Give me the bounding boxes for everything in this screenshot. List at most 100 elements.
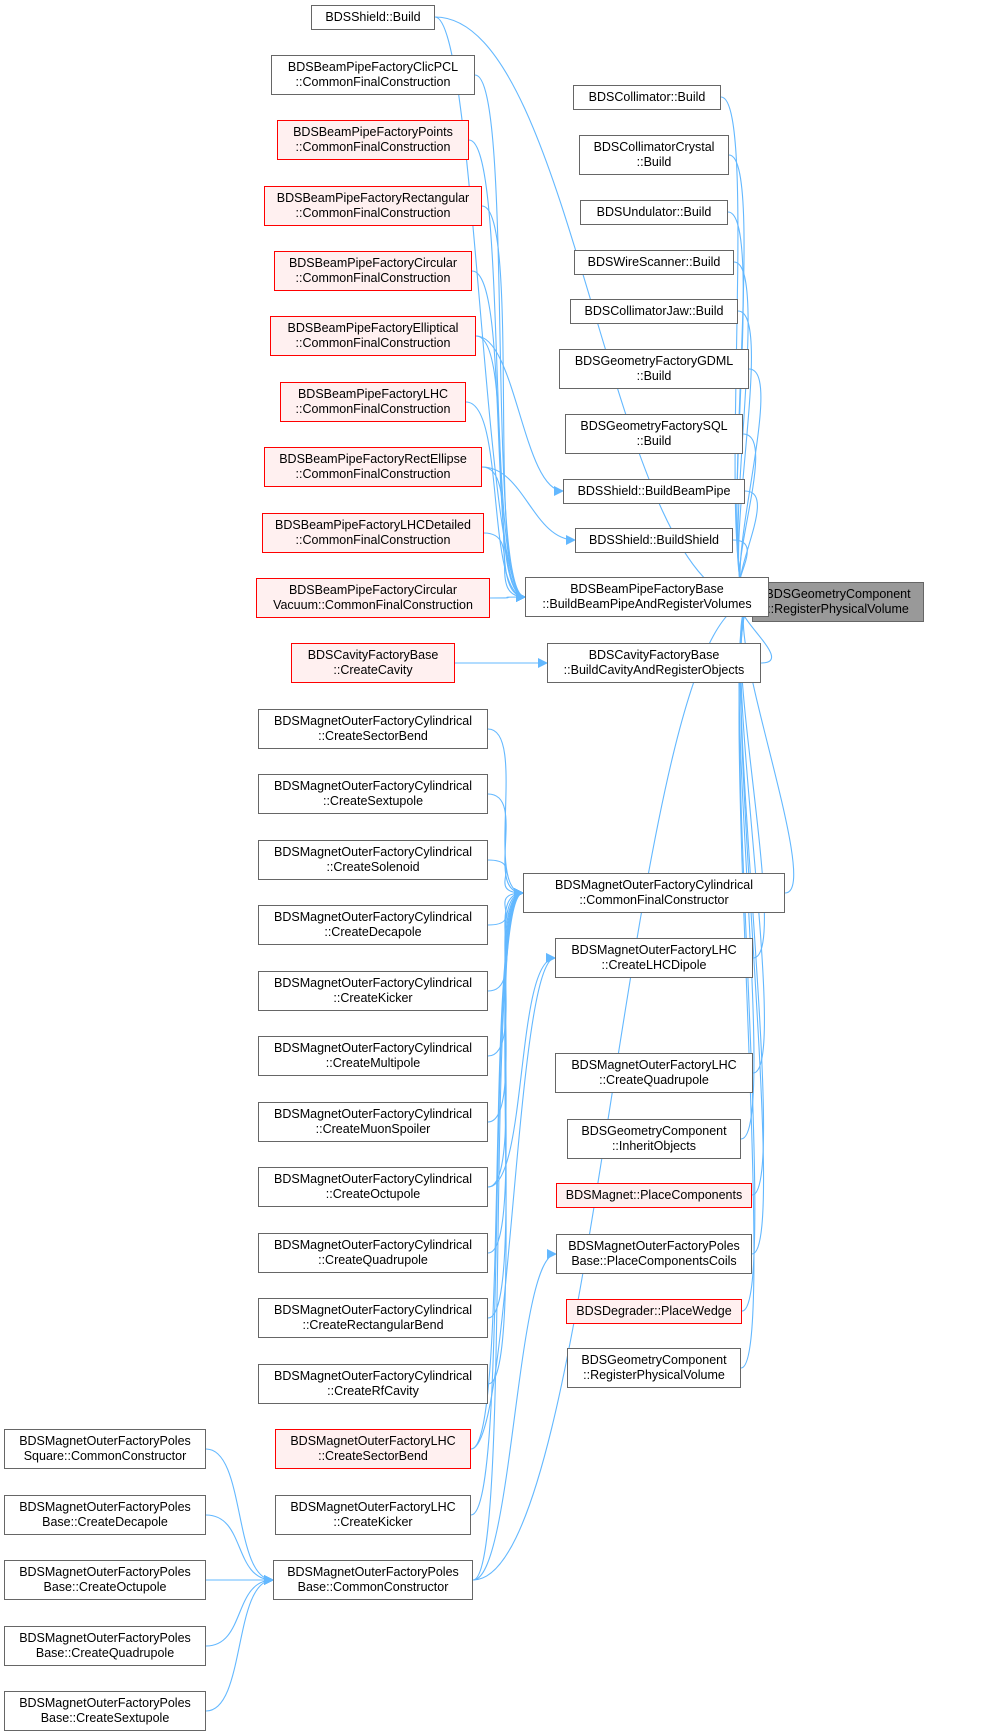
graph-edge-bpf-clicpcl-to-bpf-base-build (474, 74, 526, 602)
graph-node-wirescanner-build[interactable]: BDSWireScanner::Build (574, 249, 734, 275)
graph-node-cyl-solenoid[interactable]: BDSMagnetOuterFactoryCylindrical::Create… (258, 840, 488, 880)
graph-node-label: BDSGeometryComponent (581, 1124, 727, 1138)
graph-node-cyl-quadrupole[interactable]: BDSMagnetOuterFactoryCylindrical::Create… (258, 1233, 488, 1273)
graph-node-label: BDSShield::BuildBeamPipe (577, 483, 731, 498)
graph-node-label: BDSMagnet::PlaceComponents (565, 1187, 743, 1202)
graph-node-gdml-build[interactable]: BDSGeometryFactoryGDML::Build (559, 349, 749, 389)
graph-node-root: BDSGeometryComponent::RegisterPhysicalVo… (752, 582, 924, 622)
graph-node-mof-lhc-quad[interactable]: BDSMagnetOuterFactoryLHC::CreateQuadrupo… (555, 1053, 753, 1093)
graph-node-label: BDSMagnetOuterFactoryLHC (290, 1500, 456, 1514)
graph-node-label: BDSCavityFactoryBase (307, 648, 439, 662)
graph-edge-poles-common-to-mof-cyl-common (472, 888, 524, 1581)
graph-node-cyl-sectorbend[interactable]: BDSMagnetOuterFactoryCylindrical::Create… (258, 709, 488, 749)
graph-edge-poles-common-to-mof-poles-coils (472, 1249, 557, 1581)
graph-node-cyl-muonspoiler[interactable]: BDSMagnetOuterFactoryCylindrical::Create… (258, 1102, 488, 1142)
graph-node-label: BDSMagnetOuterFactoryPoles (19, 1500, 191, 1514)
graph-node-bpf-lhcdet[interactable]: BDSBeamPipeFactoryLHCDetailed::CommonFin… (262, 513, 484, 553)
graph-node-label: BDSBeamPipeFactoryBase (570, 582, 724, 596)
graph-node-label: ::BuildCavityAndRegisterObjects (563, 663, 745, 677)
graph-node-cyl-kicker[interactable]: BDSMagnetOuterFactoryCylindrical::Create… (258, 971, 488, 1011)
graph-node-label: BDSDegrader::PlaceWedge (576, 1303, 732, 1318)
graph-node-label: BDSMagnetOuterFactoryPoles (287, 1565, 459, 1579)
graph-edge-poles-decapole-to-poles-common (205, 1514, 274, 1585)
graph-node-gc-inherit[interactable]: BDSGeometryComponent::InheritObjects (567, 1119, 741, 1159)
graph-node-label: ::CommonFinalConstruction (295, 467, 451, 481)
graph-node-shield-buildshield[interactable]: BDSShield::BuildShield (575, 527, 733, 553)
graph-node-label: BDSGeometryFactorySQL (580, 419, 728, 433)
graph-node-cavity-create[interactable]: BDSCavityFactoryBase::CreateCavity (291, 643, 455, 683)
graph-node-cyl-sextupole[interactable]: BDSMagnetOuterFactoryCylindrical::Create… (258, 774, 488, 814)
graph-node-bpf-clicpcl[interactable]: BDSBeamPipeFactoryClicPCL::CommonFinalCo… (271, 55, 475, 95)
graph-node-label: BDSBeamPipeFactoryCircular (288, 583, 458, 597)
graph-edge-bpf-lhc-to-bpf-base-build (465, 401, 526, 602)
graph-node-cyl-rfcavity[interactable]: BDSMagnetOuterFactoryCylindrical::Create… (258, 1364, 488, 1404)
graph-node-lhc-sectorbend[interactable]: BDSMagnetOuterFactoryLHC::CreateSectorBe… (275, 1429, 471, 1469)
graph-node-label: ::CommonFinalConstruction (295, 140, 451, 154)
graph-edge-bpf-lhcdet-to-bpf-base-build (483, 532, 526, 602)
graph-edge-bpf-rectellipse-to-shield-buildshield (481, 466, 576, 545)
graph-node-cyl-multipole[interactable]: BDSMagnetOuterFactoryCylindrical::Create… (258, 1036, 488, 1076)
graph-node-label: ::CreateOctupole (325, 1187, 421, 1201)
graph-node-label: BDSMagnetOuterFactoryPoles (19, 1434, 191, 1448)
graph-node-bpf-lhc[interactable]: BDSBeamPipeFactoryLHC::CommonFinalConstr… (280, 382, 466, 422)
graph-node-undulator-build[interactable]: BDSUndulator::Build (580, 199, 728, 225)
graph-node-shield-build[interactable]: BDSShield::Build (311, 4, 435, 30)
graph-node-label: BDSGeometryComponent (581, 1353, 727, 1367)
graph-node-bpf-points[interactable]: BDSBeamPipeFactoryPoints::CommonFinalCon… (277, 120, 469, 160)
graph-node-bpf-circ[interactable]: BDSBeamPipeFactoryCircular::CommonFinalC… (274, 251, 472, 291)
graph-node-label: Base::CreateOctupole (43, 1580, 167, 1594)
graph-node-label: ::CommonFinalConstruction (295, 75, 451, 89)
graph-node-label: BDSMagnetOuterFactoryCylindrical (274, 1369, 472, 1383)
graph-node-cavity-base-build[interactable]: BDSCavityFactoryBase::BuildCavityAndRegi… (547, 643, 761, 683)
graph-node-label: BDSMagnetOuterFactoryCylindrical (274, 845, 472, 859)
graph-node-gc-register-self[interactable]: BDSGeometryComponent::RegisterPhysicalVo… (567, 1348, 741, 1388)
graph-node-cyl-decapole[interactable]: BDSMagnetOuterFactoryCylindrical::Create… (258, 905, 488, 945)
graph-node-label: Base::PlaceComponentsCoils (571, 1254, 737, 1268)
graph-node-label: BDSBeamPipeFactoryLHCDetailed (275, 518, 471, 532)
graph-node-cyl-rectbend[interactable]: BDSMagnetOuterFactoryCylindrical::Create… (258, 1298, 488, 1338)
graph-node-mof-lhc-dipole[interactable]: BDSMagnetOuterFactoryLHC::CreateLHCDipol… (555, 938, 753, 978)
graph-node-collimator-build[interactable]: BDSCollimator::Build (573, 84, 721, 110)
graph-node-collimatorjaw-build[interactable]: BDSCollimatorJaw::Build (570, 298, 738, 324)
graph-node-degrader-wedge[interactable]: BDSDegrader::PlaceWedge (566, 1298, 742, 1324)
graph-edge-cyl-sextupole-to-mof-cyl-common (487, 793, 524, 898)
graph-node-cyl-octupole[interactable]: BDSMagnetOuterFactoryCylindrical::Create… (258, 1167, 488, 1207)
graph-node-label: BDSBeamPipeFactoryElliptical (287, 321, 459, 335)
graph-edge-cyl-decapole-to-mof-cyl-common (487, 888, 524, 926)
graph-node-collimatorcrystal-build[interactable]: BDSCollimatorCrystal::Build (579, 135, 729, 175)
graph-edge-bpf-ellip-to-shield-buildbeampipe (475, 335, 564, 496)
graph-node-label: ::RegisterPhysicalVolume (767, 602, 909, 616)
graph-node-label: BDSMagnetOuterFactoryPoles (568, 1239, 740, 1253)
graph-node-label: Square::CommonConstructor (23, 1449, 187, 1463)
graph-node-label: BDSBeamPipeFactoryLHC (297, 387, 449, 401)
graph-node-label: BDSBeamPipeFactoryRectEllipse (279, 452, 467, 466)
graph-edge-bpf-circvac-to-bpf-base-build (489, 592, 526, 603)
graph-node-label: ::CreateKicker (333, 1515, 413, 1529)
graph-node-magnet-place[interactable]: BDSMagnet::PlaceComponents (556, 1182, 752, 1208)
graph-node-mof-cyl-common[interactable]: BDSMagnetOuterFactoryCylindrical::Common… (523, 873, 785, 913)
graph-node-label: BDSShield::BuildShield (589, 532, 719, 547)
graph-node-label: ::CommonFinalConstruction (295, 402, 451, 416)
graph-edge-shield-build-to-bpf-base-build (434, 16, 526, 602)
graph-node-bpf-base-build[interactable]: BDSBeamPipeFactoryBase::BuildBeamPipeAnd… (525, 577, 769, 617)
graph-node-label: ::CreateSolenoid (326, 860, 420, 874)
graph-node-sql-build[interactable]: BDSGeometryFactorySQL::Build (565, 414, 743, 454)
graph-node-label: BDSBeamPipeFactoryRectangular (276, 191, 470, 205)
graph-node-shield-buildbeampipe[interactable]: BDSShield::BuildBeamPipe (563, 478, 745, 504)
graph-node-label: BDSMagnetOuterFactoryPoles (19, 1696, 191, 1710)
graph-node-lhc-kicker[interactable]: BDSMagnetOuterFactoryLHC::CreateKicker (275, 1495, 471, 1535)
graph-node-bpf-rect[interactable]: BDSBeamPipeFactoryRectangular::CommonFin… (264, 186, 482, 226)
graph-node-bpf-rectellipse[interactable]: BDSBeamPipeFactoryRectEllipse::CommonFin… (264, 447, 482, 487)
graph-node-label: BDSMagnetOuterFactoryCylindrical (274, 1172, 472, 1186)
graph-node-label: ::CreateSectorBend (318, 729, 428, 743)
graph-node-label: BDSMagnetOuterFactoryCylindrical (274, 714, 472, 728)
graph-node-bpf-ellip[interactable]: BDSBeamPipeFactoryElliptical::CommonFina… (270, 316, 476, 356)
